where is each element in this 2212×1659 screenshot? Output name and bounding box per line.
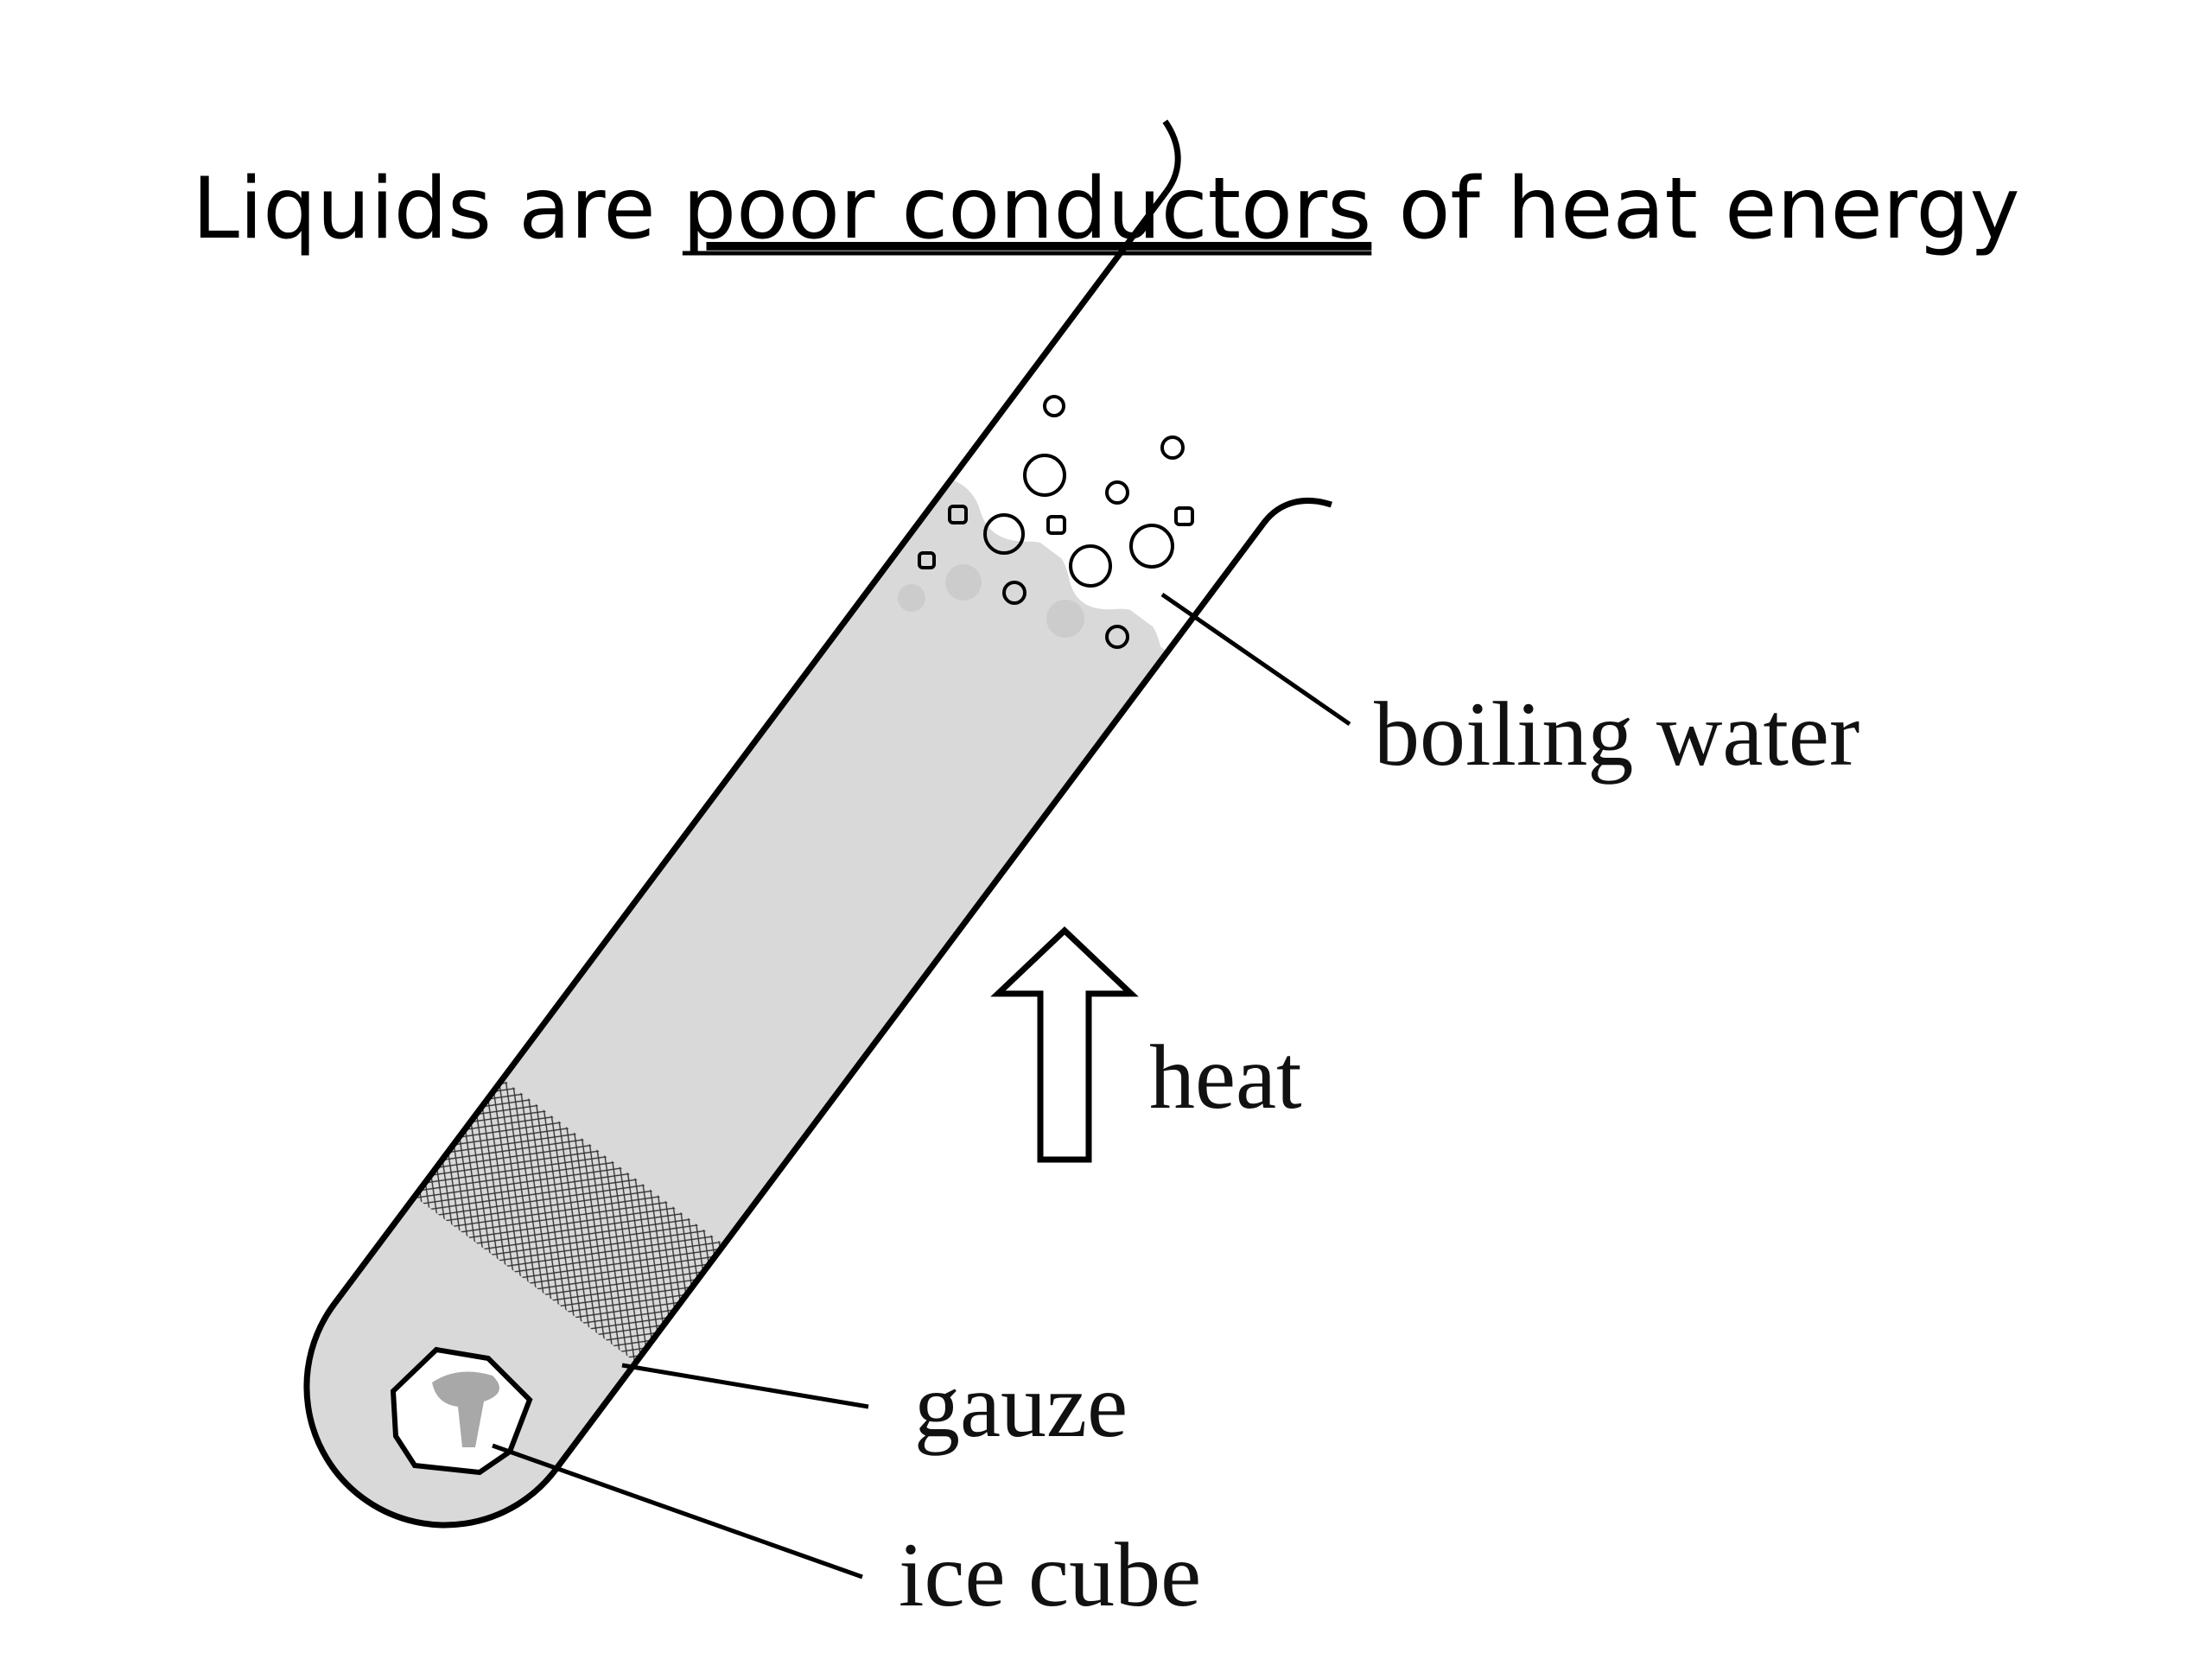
tube-rim-right <box>1261 497 1333 525</box>
tube-outline <box>303 189 1267 1529</box>
bubble <box>1174 506 1194 526</box>
test-tube <box>303 119 1333 1529</box>
label-heat: heat <box>1149 1027 1302 1128</box>
bubble-solid <box>1046 600 1084 638</box>
bubble <box>1043 395 1065 417</box>
title-prefix: Liquids are <box>192 160 682 258</box>
bubble <box>1046 515 1066 535</box>
bubble-solid <box>898 584 925 612</box>
leader-line-gauze <box>621 1363 869 1409</box>
title-suffix: of heat energy <box>1371 160 2019 258</box>
bubble <box>948 505 968 524</box>
bubble <box>1105 625 1129 649</box>
label-ice-cube: ice cube <box>899 1524 1201 1625</box>
bubble <box>918 551 936 569</box>
bubble <box>1023 454 1066 497</box>
leader-line-ice-cube <box>492 1443 863 1580</box>
tube-rim-left <box>1162 119 1181 194</box>
bubbles-solid <box>898 564 1084 638</box>
bubble <box>983 513 1025 555</box>
arrow-up-icon <box>990 926 1139 1163</box>
title-emphasis: poor conductors <box>683 160 1371 258</box>
page-title: Liquids are poor conductors of heat ener… <box>192 160 2019 258</box>
bubble-solid <box>945 564 982 601</box>
bubble <box>1105 480 1129 505</box>
bubble <box>1002 581 1027 605</box>
bubble <box>1129 524 1174 569</box>
gauze-mesh <box>416 1080 723 1362</box>
label-boiling-water: boiling water <box>1374 683 1859 785</box>
ice-cube-core <box>432 1371 499 1447</box>
water-surface <box>937 417 1224 660</box>
bubbles <box>918 395 1194 649</box>
bubble <box>1160 435 1185 460</box>
bubble <box>1069 544 1112 588</box>
leader-line-boiling-water <box>1160 592 1351 727</box>
ice-cube <box>390 1346 533 1476</box>
label-gauze: gauze <box>914 1355 1128 1456</box>
